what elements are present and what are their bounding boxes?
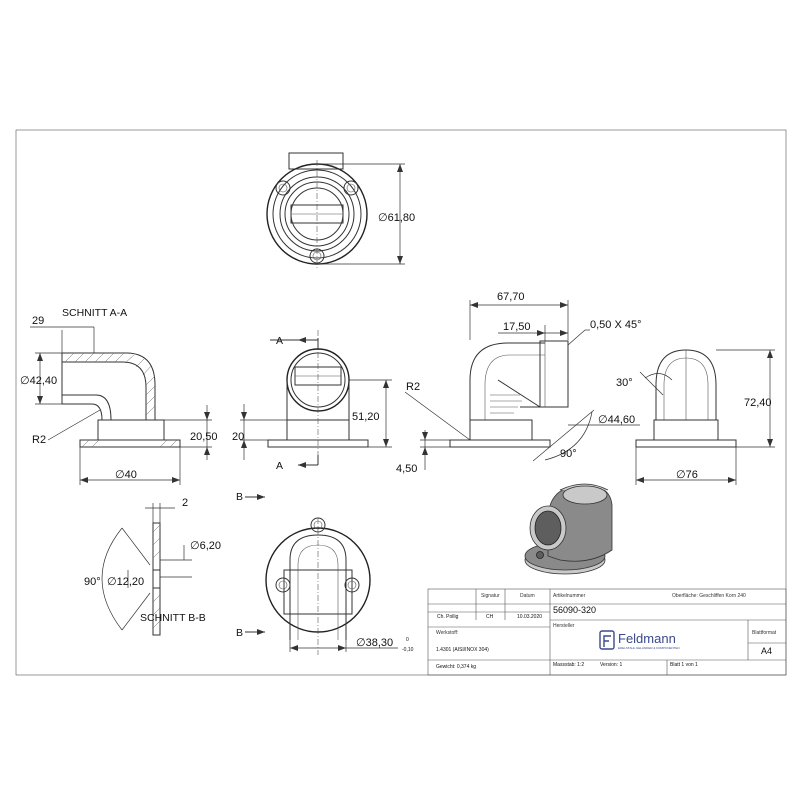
sheet-border <box>15 129 787 676</box>
tb-article-number: 56090-320 <box>553 605 596 615</box>
tb-scale: Massstab: 1:2 <box>553 662 584 668</box>
dim-front-5120: 51,20 <box>352 411 380 423</box>
tb-brand-sub: EDELSTAHL GELÄNDER & KOMPONENTEN <box>618 646 680 650</box>
isometric-view <box>524 483 613 575</box>
dim-front-20: 20 <box>232 431 244 443</box>
cut-b-bottom: B <box>236 627 243 639</box>
title-block-frame <box>427 588 787 676</box>
dim-side-1750: 17,50 <box>503 321 531 333</box>
tb-header-oberflaeche: Oberfläche: Geschliffen Korn 240 <box>672 593 746 599</box>
dim-bb-1220: ∅12,20 <box>107 576 144 588</box>
front-view <box>240 330 392 468</box>
tb-weight: Gewicht: 0,374 kg <box>436 664 476 670</box>
right-view <box>635 349 775 485</box>
tb-header-werkstoff: Werkstoff: <box>436 630 458 636</box>
side-view <box>404 300 640 470</box>
tb-date: 10.03.2020 <box>517 614 542 620</box>
dim-bb-90: 90° <box>84 576 101 588</box>
dim-side-chamfer: 0,50 X 45° <box>590 319 642 331</box>
dim-bb-2: 2 <box>182 497 188 509</box>
feldmann-logo-icon <box>599 630 615 650</box>
tb-sheet-format: A4 <box>761 646 772 656</box>
dim-side-6770: 67,70 <box>497 291 525 303</box>
dim-right-7240: 72,40 <box>744 397 772 409</box>
dim-sec-2050: 20,50 <box>190 431 218 443</box>
tb-brand: Feldmann <box>618 631 676 646</box>
tb-header-blattformat: Blattformat <box>752 630 777 636</box>
dim-sec-dia-40: ∅40 <box>115 469 137 481</box>
tb-sheet: Blatt 1 von 1 <box>670 662 698 668</box>
bottom-view <box>245 494 398 655</box>
cut-a-bottom: A <box>276 460 283 472</box>
cut-a-top: A <box>276 335 283 347</box>
tb-header-artikelnummer: Artikelnummer <box>553 593 586 599</box>
tb-version: Version: 1 <box>600 662 622 668</box>
section-aa-view <box>30 326 212 485</box>
dim-bottom-tol-upper: 0 <box>406 637 409 643</box>
section-bb-label: SCHNITT B-B <box>140 612 206 624</box>
section-bb-view <box>101 503 192 636</box>
section-aa-label: SCHNITT A-A <box>62 307 127 319</box>
dim-sec-29: 29 <box>32 315 44 327</box>
dim-side-450: 4,50 <box>396 463 417 475</box>
tb-header-datum: Datum <box>520 593 535 599</box>
dim-sec-dia-4240: ∅42,40 <box>20 375 57 387</box>
tb-material: 1.4301 (AISI/INOX 304) <box>436 647 489 653</box>
dim-right-dia-76: ∅76 <box>676 469 698 481</box>
dim-top-dia: ∅61,80 <box>378 212 415 224</box>
tb-header-signatur: Signatur <box>481 593 500 599</box>
dim-side-90: 90° <box>560 448 577 460</box>
tb-header-hersteller: Hersteller <box>553 623 575 629</box>
dim-bottom-tol-lower: -0,10 <box>402 647 414 653</box>
dim-side-4460: ∅44,60 <box>598 414 635 426</box>
cut-b-top: B <box>236 491 243 503</box>
tb-author: Ch. Pollig <box>437 614 459 620</box>
dim-bb-620: ∅6,20 <box>190 540 221 552</box>
dim-bottom-3830: ∅38,30 <box>356 637 393 649</box>
dim-sec-r2: R2 <box>32 434 46 446</box>
tb-signature: CH <box>486 614 494 620</box>
dim-side-r2: R2 <box>406 381 420 393</box>
top-view <box>266 152 405 268</box>
dim-right-30: 30° <box>616 377 633 389</box>
